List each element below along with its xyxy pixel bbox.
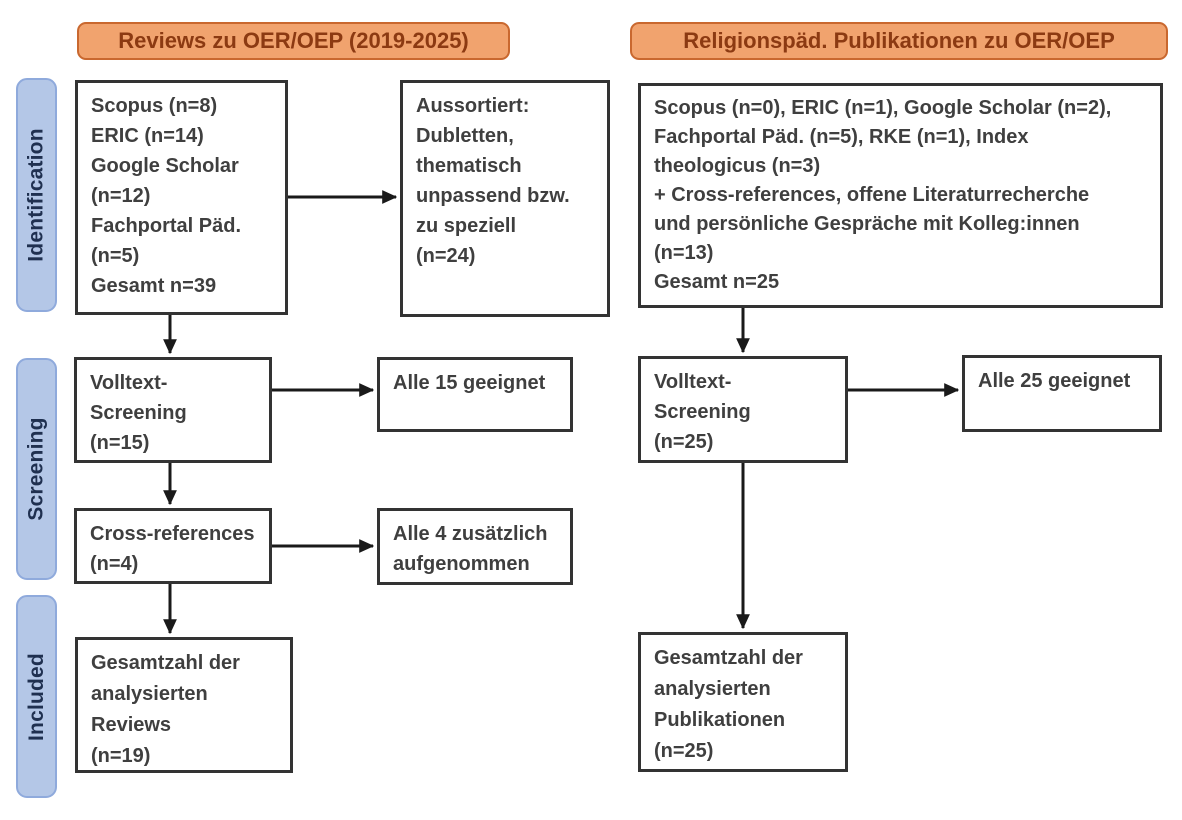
- box-reviews-added: Alle 4 zusätzlich aufgenommen: [377, 508, 573, 585]
- stage-screening: Screening: [16, 358, 57, 580]
- text-line: analysierten: [654, 678, 771, 700]
- text-line: Fachportal Päd.: [91, 215, 242, 237]
- text-line: Volltext-: [654, 371, 732, 393]
- stage-screening-label: Screening: [24, 417, 48, 521]
- text-line: ERIC (n=14): [91, 125, 204, 147]
- text-line: (n=19): [91, 745, 151, 767]
- text-line: Volltext-: [90, 372, 168, 394]
- text-line: Screening: [654, 401, 751, 423]
- text-line: (n=24): [416, 245, 476, 267]
- text-line: (n=5): [91, 245, 140, 267]
- text-line: Gesamtzahl der: [91, 652, 240, 674]
- stage-identification-label: Identification: [24, 128, 48, 262]
- box-reviews-fulltext-screening: Volltext- Screening (n=15): [74, 357, 272, 463]
- text-line: Cross-references: [90, 523, 255, 545]
- text-line: Fachportal Päd. (n=5), RKE (n=1), Index: [654, 126, 1029, 148]
- stage-identification: Identification: [16, 78, 57, 312]
- box-reviews-eligible: Alle 15 geeignet: [377, 357, 573, 432]
- text-line: Gesamtzahl der: [654, 647, 803, 669]
- text-line: + Cross-references, offene Literaturrech…: [654, 184, 1090, 206]
- column-header-religionspaed: Religionspäd. Publikationen zu OER/OEP: [630, 22, 1168, 60]
- text-line: (n=15): [90, 432, 150, 454]
- text-line: Google Scholar: [91, 155, 239, 177]
- text-line: aufgenommen: [393, 553, 530, 575]
- stage-included-label: Included: [24, 652, 48, 741]
- text-line: (n=25): [654, 431, 714, 453]
- box-religionspaed-fulltext-screening: Volltext- Screening (n=25): [638, 356, 848, 463]
- text-line: und persönliche Gespräche mit Kolleg:inn…: [654, 213, 1080, 235]
- text-line: unpassend bzw.: [416, 185, 570, 207]
- box-reviews-crossreferences: Cross-references (n=4): [74, 508, 272, 584]
- text-line: Scopus (n=0), ERIC (n=1), Google Scholar…: [654, 97, 1112, 119]
- column-header-reviews: Reviews zu OER/OEP (2019-2025): [77, 22, 510, 60]
- text-line: Screening: [90, 402, 187, 424]
- text-line: Alle 4 zusätzlich: [393, 523, 548, 545]
- text-line: Aussortiert:: [416, 95, 530, 117]
- text-line: Publikationen: [654, 709, 786, 731]
- text-line: Alle 15 geeignet: [393, 372, 546, 394]
- text-line: (n=12): [91, 185, 151, 207]
- text-line: (n=25): [654, 740, 714, 762]
- text-line: zu speziell: [416, 215, 517, 237]
- box-reviews-excluded: Aussortiert: Dubletten, thematisch unpassen…: [400, 80, 610, 317]
- text-line: Reviews: [91, 714, 172, 736]
- text-line: Scopus (n=8): [91, 95, 218, 117]
- text-line: Alle 25 geeignet: [978, 370, 1131, 392]
- box-reviews-sources: Scopus (n=8) ERIC (n=14) Google Scholar (n=…: [75, 80, 288, 315]
- text-line: (n=13): [654, 242, 714, 264]
- text-line: (n=4): [90, 553, 139, 575]
- text-line: Dubletten,: [416, 125, 514, 147]
- text-line: theologicus (n=3): [654, 155, 821, 177]
- text-line: Gesamt n=39: [91, 275, 217, 297]
- stage-included: Included: [16, 595, 57, 798]
- text-line: analysierten: [91, 683, 208, 705]
- text-line: thematisch: [416, 155, 522, 177]
- text-line: Gesamt n=25: [654, 271, 780, 293]
- box-religionspaed-eligible: Alle 25 geeignet: [962, 355, 1162, 432]
- box-religionspaed-sources: Scopus (n=0), ERIC (n=1), Google Scholar…: [638, 83, 1163, 308]
